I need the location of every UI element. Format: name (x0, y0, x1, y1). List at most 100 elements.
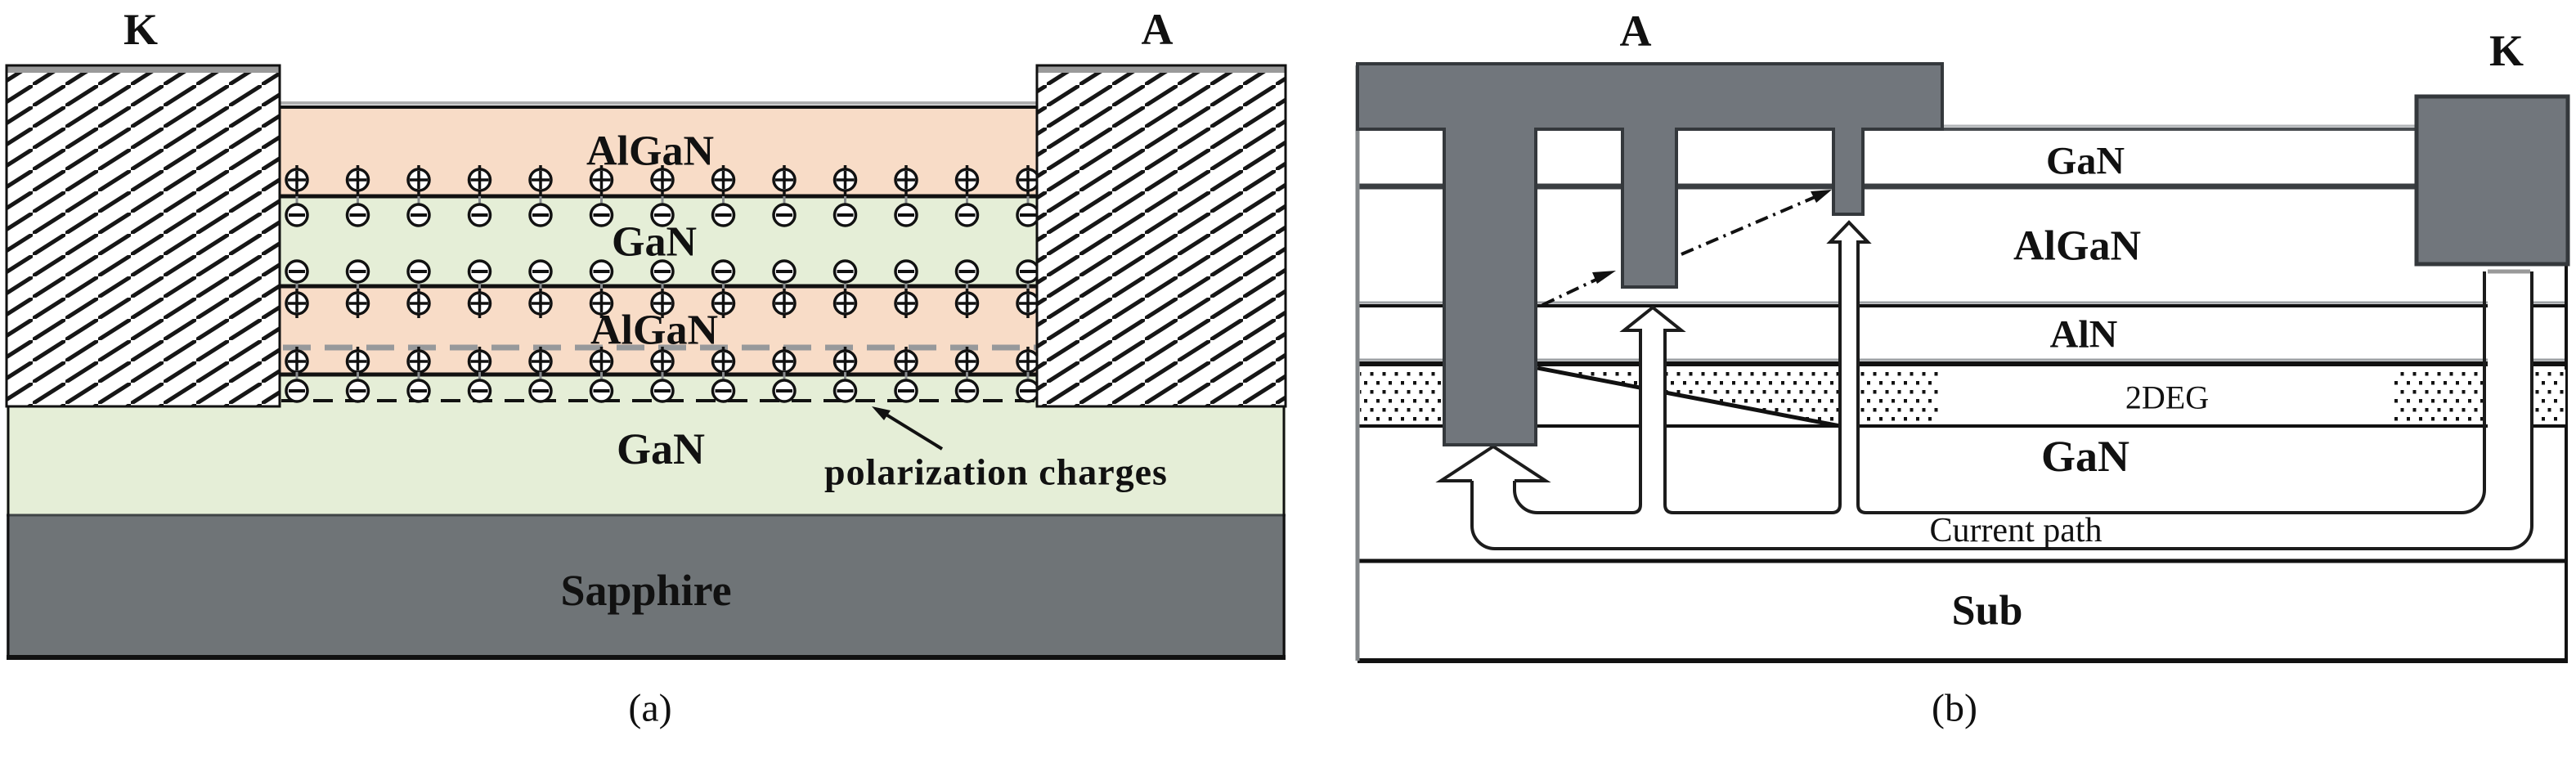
charge-symbol-plus (772, 289, 797, 318)
anode-top-strip (1037, 65, 1286, 73)
charge-symbol-plus (894, 165, 918, 195)
charge-symbol-plus (650, 165, 675, 195)
anode-border (1035, 64, 1287, 408)
a-cathode-electrode (5, 64, 281, 408)
a-anode-electrode (1035, 64, 1287, 408)
charge-symbol-plus (894, 289, 918, 318)
a-cathode-label: K (123, 5, 158, 54)
charge-symbol-minus (285, 259, 309, 290)
charge-symbol-minus (650, 372, 675, 403)
charge-symbol-plus (832, 347, 858, 376)
b-aln-label: AlN (2050, 313, 2118, 357)
charge-symbol-minus (772, 372, 797, 403)
b-current-path-label: Current path (1929, 512, 2102, 549)
a-algan-top-label: AlGaN (586, 128, 714, 175)
b-gan-cap-label: GaN (2046, 140, 2125, 183)
charge-symbol-minus (954, 372, 980, 403)
charge-symbol-minus (345, 259, 370, 290)
charge-symbol-plus (650, 289, 675, 318)
charge-symbol-plus (285, 347, 309, 376)
charge-symbol-minus (832, 372, 858, 403)
charge-symbol-plus (406, 289, 431, 318)
charge-symbol-minus (954, 259, 980, 290)
a-substrate-label: Sapphire (560, 566, 731, 615)
cathode-top-strip (7, 65, 280, 73)
charge-symbol-minus (589, 196, 614, 227)
charge-symbol-plus (406, 347, 431, 376)
b-cathode-label: K (2489, 26, 2524, 75)
charge-symbol-plus (406, 165, 431, 195)
b-cathode-electrode (2414, 94, 2570, 267)
charge-symbol-plus (467, 347, 492, 376)
charge-symbol-plus (345, 347, 370, 376)
charge-symbol-minus (711, 372, 736, 403)
charge-symbol-plus (650, 347, 675, 376)
b-dash-dot-arrows (1542, 190, 1832, 307)
charge-symbol-plus (285, 289, 309, 318)
charge-symbol-plus (832, 289, 858, 318)
charge-symbol-plus (772, 165, 797, 195)
a-annotation-label: polarization charges (824, 451, 1168, 493)
charge-symbol-minus (345, 196, 370, 227)
charge-symbol-plus (285, 165, 309, 195)
charge-symbol-minus (832, 259, 858, 290)
charge-symbol-minus (345, 372, 370, 403)
charge-symbol-minus (772, 259, 797, 290)
charge-symbol-minus (772, 196, 797, 227)
charge-symbol-plus (832, 165, 858, 195)
b-substrate-label: Sub (1952, 588, 2023, 635)
charge-symbol-minus (832, 196, 858, 227)
charge-symbol-plus (345, 289, 370, 318)
panel-b: A K GaN AlGaN AlN 2DEG GaN Current path … (1355, 7, 2570, 730)
charge-symbol-minus (467, 196, 492, 227)
charge-symbol-minus (589, 372, 614, 403)
a-gan-buffer-label: GaN (617, 424, 705, 473)
charge-symbol-minus (1016, 196, 1040, 227)
b-anode-label: A (1620, 7, 1652, 56)
polarization-charges-arrow (872, 406, 944, 451)
charge-symbol-plus (711, 165, 736, 195)
b-anode-electrode (1356, 62, 1944, 446)
b-depletion-diagonal (1537, 366, 1841, 428)
charge-symbol-plus (528, 165, 553, 195)
charge-symbol-minus (894, 372, 918, 403)
charge-symbol-plus (589, 165, 614, 195)
charge-symbol-minus (406, 259, 431, 290)
charge-symbol-minus (528, 259, 553, 290)
b-current-path-fill (1441, 222, 2530, 549)
b-gan-buffer-label: GaN (2041, 432, 2129, 481)
cathode-hatch (7, 65, 280, 406)
charge-symbol-minus (406, 372, 431, 403)
charge-symbol-minus (954, 196, 980, 227)
polarization-charge-rows (285, 165, 1040, 403)
b-algan-label: AlGaN (2013, 223, 2141, 270)
a-gan-top-label: GaN (612, 219, 697, 266)
charge-symbol-plus (467, 289, 492, 318)
b-caption: (b) (1932, 687, 1977, 730)
charge-symbol-plus (954, 165, 980, 195)
charge-symbol-minus (589, 259, 614, 290)
charge-symbol-minus (528, 196, 553, 227)
a-sapphire-layer (7, 515, 1286, 659)
a-algan-bottom-label: AlGaN (590, 307, 718, 354)
charge-symbol-plus (894, 347, 918, 376)
charge-symbol-plus (467, 165, 492, 195)
a-anode-label: A (1142, 5, 1174, 54)
charge-symbol-minus (467, 259, 492, 290)
cathode-border (5, 64, 281, 408)
charge-symbol-plus (345, 165, 370, 195)
charge-symbol-minus (528, 372, 553, 403)
charge-symbol-minus (467, 372, 492, 403)
panel-a: K A AlGaN GaN AlGaN GaN polarization cha… (5, 5, 1287, 730)
charge-symbol-plus (589, 289, 614, 318)
charge-symbol-minus (894, 196, 918, 227)
charge-symbol-minus (285, 372, 309, 403)
b-2deg-label: 2DEG (2125, 379, 2209, 416)
charge-symbol-minus (406, 196, 431, 227)
charge-symbol-minus (711, 259, 736, 290)
charge-symbol-plus (528, 289, 553, 318)
charge-symbol-plus (954, 289, 980, 318)
charge-symbol-minus (711, 196, 736, 227)
